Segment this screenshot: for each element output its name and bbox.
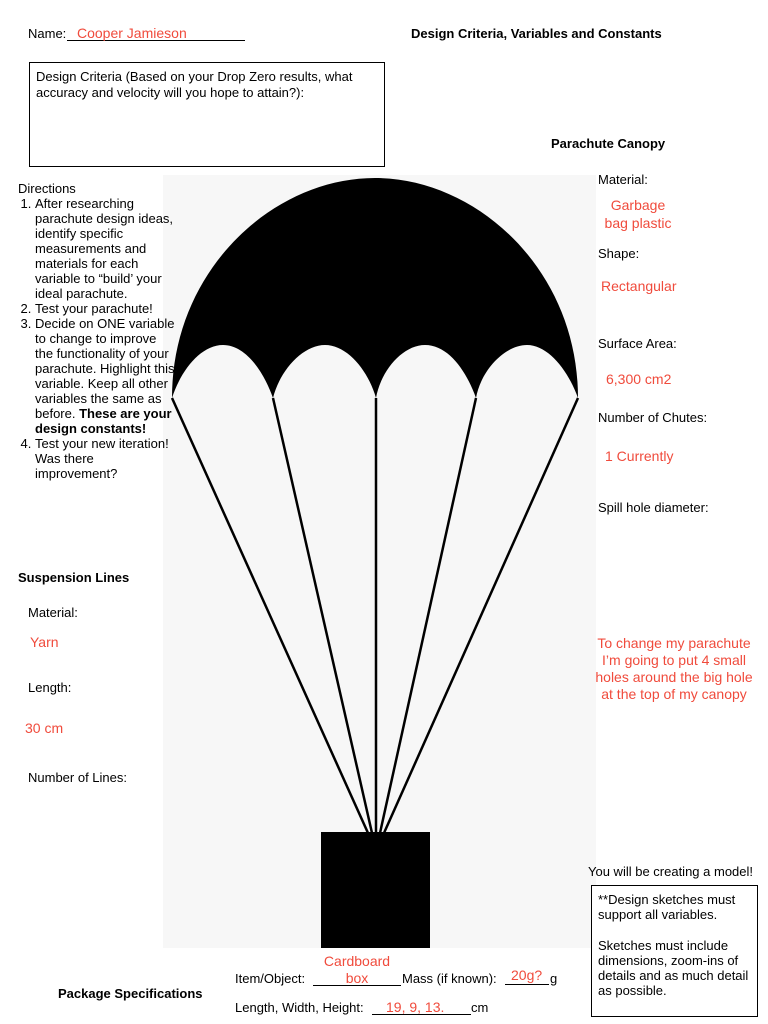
model-note: You will be creating a model! — [588, 864, 753, 879]
canopy-chutes-label: Number of Chutes: — [598, 410, 707, 425]
package-mass-label: Mass (if known): — [402, 971, 497, 986]
package-dims-label: Length, Width, Height: — [235, 1000, 364, 1015]
parachute-drawing — [163, 175, 596, 948]
canopy-area-label: Surface Area: — [598, 336, 677, 351]
package-item-value: Cardboard box — [310, 953, 404, 987]
suspension-material-label: Material: — [28, 605, 78, 620]
change-note-line-3: holes around the big hole — [584, 669, 764, 686]
canopy-material-value-line-2: bag plastic — [590, 214, 686, 232]
canopy-chutes-value[interactable]: 1 Currently — [605, 448, 673, 464]
document-title: Design Criteria, Variables and Constants — [411, 26, 662, 41]
direction-item-4: Test your new iteration! Was there impro… — [35, 436, 175, 481]
canopy-shape — [172, 178, 578, 398]
package-item-label: Item/Object: — [235, 971, 305, 986]
canopy-area-value[interactable]: 6,300 cm2 — [606, 371, 671, 387]
direction-item-2: Test your parachute! — [35, 301, 175, 316]
direction-item-3: Decide on ONE variable to change to impr… — [35, 316, 175, 436]
direction-item-1: After researching parachute design ideas… — [35, 196, 175, 301]
change-note: To change my parachute I’m going to put … — [584, 635, 764, 703]
suspension-material-value[interactable]: Yarn — [30, 634, 59, 650]
name-value: Cooper Jamieson — [77, 25, 187, 41]
parachute-illustration — [163, 175, 596, 948]
suspension-lines — [172, 398, 578, 833]
suspension-heading: Suspension Lines — [18, 570, 129, 585]
suspension-lines-label: Number of Lines: — [28, 770, 127, 785]
package-heading: Package Specifications — [58, 986, 203, 1001]
sketch-requirement-1: **Design sketches must support all varia… — [598, 892, 753, 922]
package-mass-field[interactable]: 20g? — [505, 969, 549, 985]
canopy-material-value[interactable]: Garbage bag plastic — [590, 196, 686, 232]
sketch-requirement-2: Sketches must include dimensions, zoom-i… — [598, 938, 753, 998]
directions-list: After researching parachute design ideas… — [17, 196, 175, 481]
canopy-shape-value[interactable]: Rectangular — [601, 278, 677, 294]
suspension-length-label: Length: — [28, 680, 71, 695]
package-dims-field[interactable]: 19, 9, 13. — [372, 999, 471, 1015]
canopy-material-label: Material: — [598, 172, 648, 187]
name-field[interactable]: Cooper Jamieson — [67, 24, 245, 41]
directions-heading: Directions — [18, 181, 76, 196]
change-note-line-1: To change my parachute — [584, 635, 764, 652]
change-note-line-2: I’m going to put 4 small — [584, 652, 764, 669]
canopy-material-value-line-1: Garbage — [590, 196, 686, 214]
change-note-line-4: at the top of my canopy — [584, 686, 764, 703]
package-dims-value: 19, 9, 13. — [386, 999, 444, 1015]
canopy-spill-label: Spill hole diameter: — [598, 500, 709, 515]
canopy-heading: Parachute Canopy — [551, 136, 665, 151]
design-criteria-box[interactable]: Design Criteria (Based on your Drop Zero… — [29, 62, 385, 167]
package-mass-unit: g — [550, 971, 557, 986]
package-box — [321, 832, 430, 948]
suspension-length-value[interactable]: 30 cm — [25, 720, 63, 736]
design-criteria-prompt: Design Criteria (Based on your Drop Zero… — [36, 69, 376, 101]
sketch-requirements-box: **Design sketches must support all varia… — [591, 885, 758, 1017]
package-dims-unit: cm — [471, 1000, 488, 1015]
package-mass-value: 20g? — [511, 967, 542, 983]
package-item-value-line-1: Cardboard — [310, 953, 404, 970]
canopy-shape-label: Shape: — [598, 246, 639, 261]
name-label: Name: — [28, 26, 66, 41]
package-item-value-line-2: box — [310, 970, 404, 987]
